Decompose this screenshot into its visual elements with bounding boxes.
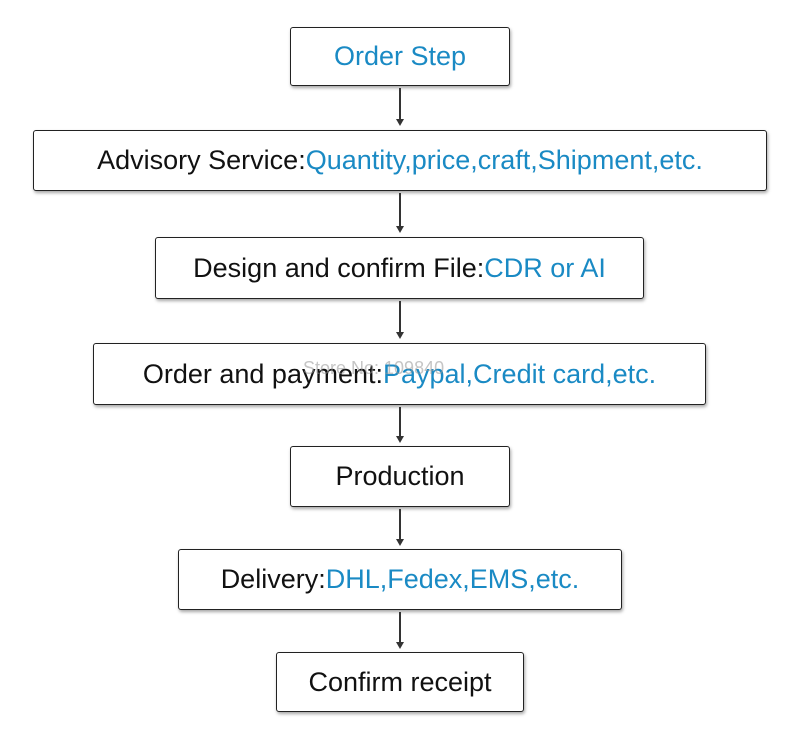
step-confirm-receipt-title: Confirm receipt xyxy=(308,666,492,697)
step-production-title: Production xyxy=(335,461,465,491)
step-order-step: Order Step xyxy=(290,27,510,86)
step-order-payment-label: Order and payment: xyxy=(142,358,383,389)
step-advisory-service-value: Quantity,price,craft,Shipment,etc. xyxy=(305,145,703,175)
step-delivery-value: DHL,Fedex,EMS,etc. xyxy=(325,564,580,594)
step-order-step-title: Order Step xyxy=(333,41,467,71)
step-delivery: Delivery:DHL,Fedex,EMS,etc. xyxy=(178,549,622,610)
store-watermark: Store No: 109840 xyxy=(303,358,445,378)
step-confirm-receipt: Confirm receipt xyxy=(276,652,524,712)
step-design-confirm-file-value: CDR or AI xyxy=(484,252,606,283)
step-order-payment-value: Paypal,Credit card,etc. xyxy=(383,358,657,389)
step-design-confirm-file: Design and confirm File:CDR or AI xyxy=(155,237,644,299)
step-advisory-service-label: Advisory Service: xyxy=(97,145,306,175)
step-advisory-service: Advisory Service:Quantity,price,craft,Sh… xyxy=(33,130,767,191)
step-production: Production xyxy=(290,446,510,507)
step-design-confirm-file-label: Design and confirm File: xyxy=(193,252,485,283)
step-delivery-label: Delivery: xyxy=(220,564,326,594)
step-order-payment: Order and payment:Paypal,Credit card,etc… xyxy=(93,343,706,405)
